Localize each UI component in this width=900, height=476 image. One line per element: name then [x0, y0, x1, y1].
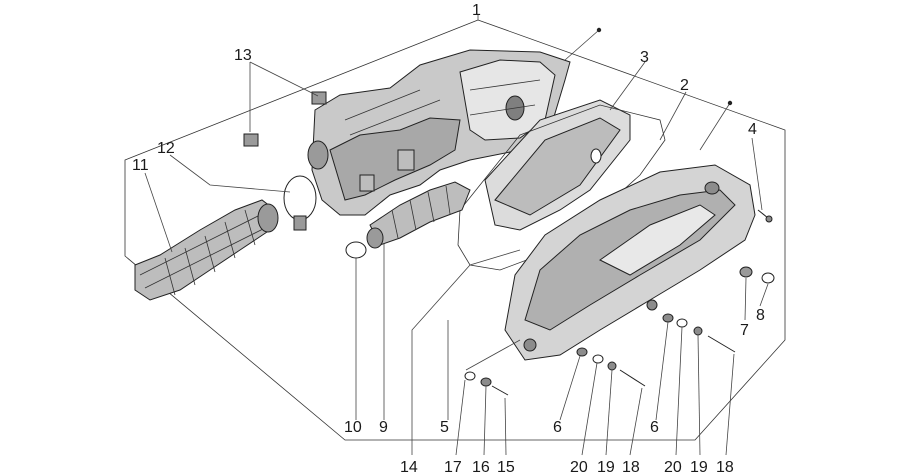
label-7: 7: [740, 322, 749, 339]
label-16: 16: [472, 459, 490, 476]
label-15: 15: [497, 459, 515, 476]
airbox-cover: [504, 164, 756, 361]
label-14: 14: [400, 459, 418, 476]
label-9: 9: [379, 419, 388, 436]
label-6-middle: 6: [553, 419, 562, 436]
label-2: 2: [680, 77, 689, 94]
filter-element: [484, 99, 631, 231]
label-1: 1: [472, 2, 481, 19]
label-8: 8: [756, 307, 765, 324]
leader-lines: [144, 14, 769, 456]
label-19-right: 19: [690, 459, 708, 476]
fastener-group-left: [464, 371, 509, 396]
assembly-frame: [124, 19, 786, 441]
fastener-group-right: [662, 313, 736, 353]
airbox-housing: [307, 49, 571, 216]
label-10: 10: [344, 419, 362, 436]
clip-lower: [243, 133, 259, 147]
label-20-middle: 20: [570, 459, 588, 476]
intake-hose: [134, 199, 279, 301]
label-13: 13: [234, 47, 252, 64]
label-20-right: 20: [664, 459, 682, 476]
fastener-group-middle: [576, 347, 646, 387]
label-11: 11: [132, 157, 149, 174]
label-18-middle: 18: [622, 459, 640, 476]
label-6-right: 6: [650, 419, 659, 436]
label-19-middle: 19: [597, 459, 615, 476]
label-17: 17: [444, 459, 462, 476]
screw-4: [757, 209, 773, 223]
spacer-7: [739, 266, 753, 278]
label-18-right: 18: [716, 459, 734, 476]
label-12: 12: [157, 140, 175, 157]
plug-8: [761, 272, 775, 284]
label-5: 5: [440, 419, 449, 436]
label-3: 3: [640, 49, 649, 66]
connecting-duct: [366, 181, 471, 249]
small-clamp: [345, 241, 367, 259]
callout-labels: 1 2 3 4 5 6 6 7 8 9 10 11 12 13 14 15 16…: [132, 2, 765, 476]
hose-clamp: [283, 175, 317, 231]
label-4: 4: [748, 121, 757, 138]
